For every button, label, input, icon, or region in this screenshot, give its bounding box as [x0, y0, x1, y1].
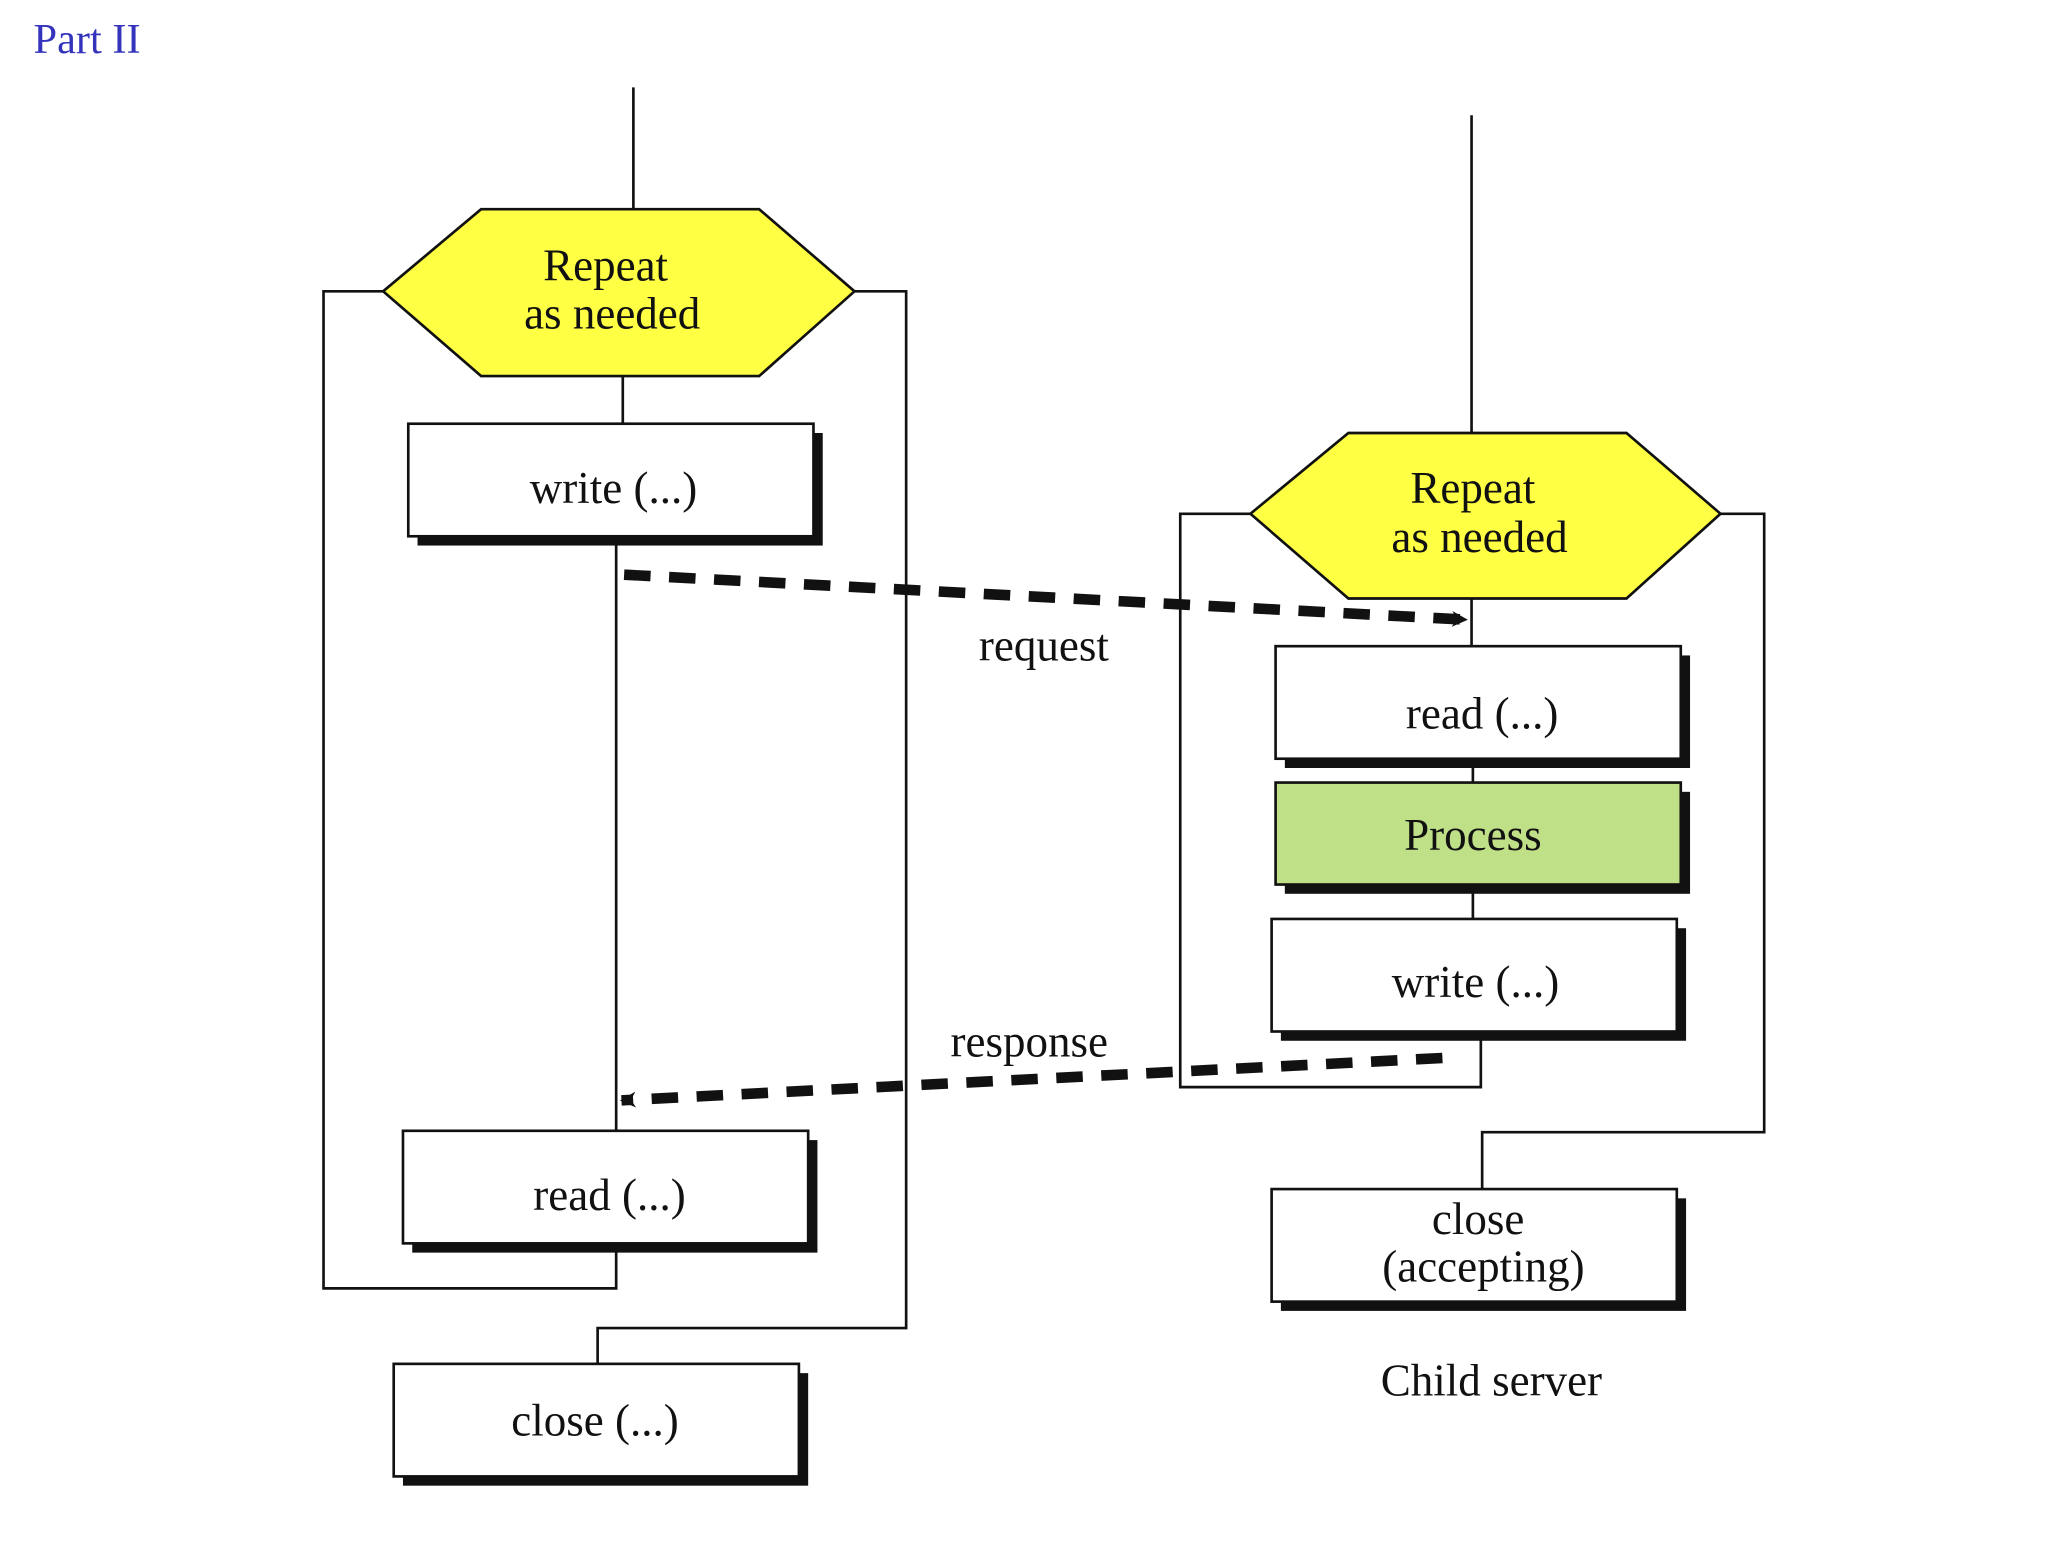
client-repeat-label-1: Repeat — [543, 241, 668, 291]
client-close-label: close (...) — [511, 1395, 679, 1445]
request-arrow — [623, 569, 1468, 627]
server-caption: Child server — [1381, 1356, 1602, 1406]
server-flow: Repeat as needed read (...) Process writ… — [1178, 115, 1766, 1406]
part-label: Part II — [34, 16, 141, 63]
client-read-label: read (...) — [533, 1170, 685, 1220]
server-close-label-1: close — [1432, 1194, 1525, 1244]
client-outer-loop-line — [596, 289, 908, 1364]
response-label: response — [951, 1017, 1109, 1067]
message-arrows: request response — [619, 569, 1468, 1108]
client-inner-loop-line — [322, 289, 618, 1290]
server-inner-loop-line — [1178, 512, 1483, 1089]
client-write-label: write (...) — [530, 463, 698, 513]
server-process-label: Process — [1404, 810, 1542, 860]
client-close-box — [392, 1362, 801, 1478]
server-close-box — [1270, 1187, 1679, 1303]
request-label: request — [979, 621, 1109, 671]
server-write-label: write (...) — [1392, 957, 1560, 1007]
client-write-box — [406, 422, 815, 538]
response-arrow — [619, 1052, 1443, 1108]
server-close-label-2: (accepting) — [1382, 1242, 1584, 1292]
client-read-box — [401, 1129, 810, 1245]
client-flow: Repeat as needed write (...) read (...) … — [322, 87, 908, 1486]
server-read-label: read (...) — [1406, 688, 1558, 738]
client-repeat-hexagon — [381, 207, 857, 378]
server-process-box — [1274, 781, 1683, 886]
server-write-box — [1270, 917, 1679, 1033]
client-repeat-label-2: as needed — [524, 288, 700, 338]
server-outer-loop-line — [1480, 512, 1766, 1190]
server-repeat-label-2: as needed — [1391, 512, 1567, 562]
server-read-box — [1274, 644, 1683, 761]
server-repeat-hexagon — [1248, 431, 1723, 600]
server-repeat-label-1: Repeat — [1410, 463, 1535, 513]
